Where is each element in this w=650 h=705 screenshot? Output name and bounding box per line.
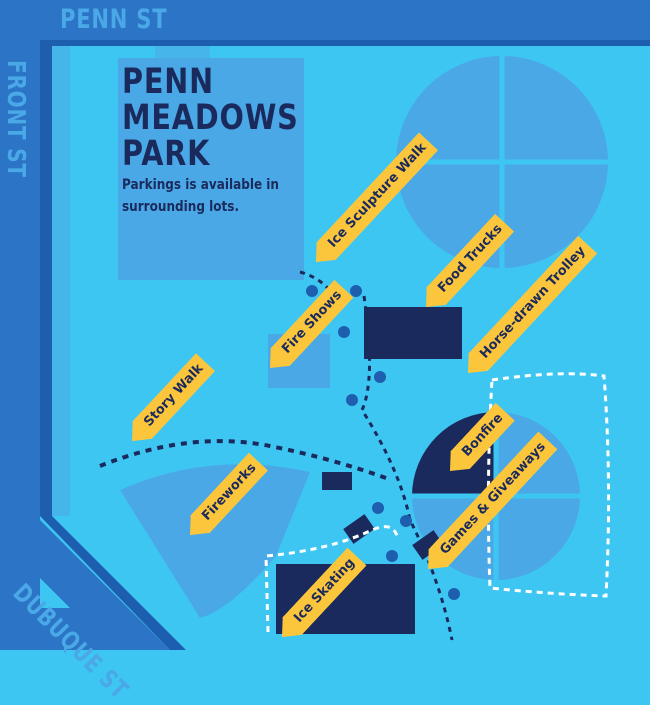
park-title: PENN MEADOWS PARK [122, 64, 299, 172]
street-label-penn-st: PENN ST [60, 4, 168, 35]
kiosk-west [343, 514, 375, 544]
north-lot-strip [155, 46, 210, 58]
fireworks-shed [322, 472, 352, 490]
kiosk-east [412, 530, 444, 560]
park-title-line: PENN [122, 62, 214, 102]
southwest-sidewalk [40, 516, 186, 650]
park-title-line: MEADOWS [122, 98, 299, 138]
info-lot [118, 58, 304, 280]
west-sidewalk [40, 46, 52, 516]
sculpture-trail [299, 270, 336, 297]
parking-note: Parkings is available in surrounding lot… [122, 177, 280, 215]
west-lot-strip [52, 46, 70, 516]
story-walk-trail [99, 439, 387, 480]
park-title-block: PENN MEADOWS PARK Parkings is available … [122, 64, 337, 218]
north-sidewalk [40, 40, 650, 58]
path-dots [306, 285, 460, 600]
sidewalk-corner [40, 578, 70, 608]
food-truck-building [364, 307, 462, 359]
skating-zone-outline [264, 525, 400, 633]
street-label-front-st: FRONT ST [2, 60, 31, 178]
penn-st-road [0, 0, 650, 40]
park-title-line: PARK [122, 134, 211, 174]
dubuque-st-road [0, 500, 170, 650]
trolley-trail [360, 295, 454, 641]
fireworks-field [120, 464, 310, 618]
